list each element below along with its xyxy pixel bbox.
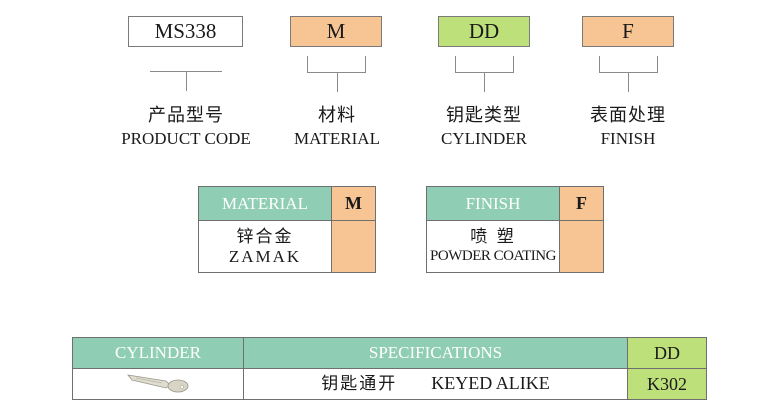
finish-value-en: POWDER COATING xyxy=(430,248,556,264)
label-zh: 产品型号 xyxy=(148,105,224,126)
product-code-box: MS338 xyxy=(128,16,243,47)
key-icon xyxy=(126,371,190,398)
material-header: MATERIAL xyxy=(198,186,332,221)
spec-zh: 钥匙通开 xyxy=(321,374,398,394)
finish-value-zh: 喷 塑 xyxy=(470,227,516,247)
spec-en: KEYED ALIKE xyxy=(431,373,550,393)
cylinder-code-value: DD xyxy=(468,19,500,43)
finish-table: FINISH F 喷 塑 POWDER COATING xyxy=(426,186,604,273)
finish-code-header: F xyxy=(559,186,604,221)
product-code-label: 产品型号 PRODUCT CODE xyxy=(106,104,266,150)
bracket-line xyxy=(365,56,366,72)
finish-header: FINISH xyxy=(426,186,560,221)
material-code-value: M xyxy=(326,19,346,43)
bracket-line xyxy=(628,72,629,92)
label-en: MATERIAL xyxy=(294,129,380,148)
label-zh: 钥匙类型 xyxy=(446,105,522,126)
specifications-header: SPECIFICATIONS xyxy=(243,337,628,369)
material-code-cell xyxy=(331,220,376,273)
bracket-line xyxy=(484,72,485,92)
cylinder-label: 钥匙类型 CYLINDER xyxy=(424,104,544,150)
label-en: PRODUCT CODE xyxy=(121,129,251,148)
material-code-header: M xyxy=(331,186,376,221)
product-code-value: MS338 xyxy=(154,19,217,43)
material-code-box: M xyxy=(290,16,382,47)
bracket-line xyxy=(337,72,338,92)
material-value-cell: 锌合金 ZAMAK xyxy=(198,220,332,273)
bracket-line xyxy=(455,56,456,72)
connector-line xyxy=(186,71,187,91)
material-table: MATERIAL M 锌合金 ZAMAK xyxy=(198,186,376,273)
finish-code-box: F xyxy=(582,16,674,47)
material-value-en: ZAMAK xyxy=(228,247,302,266)
label-zh: 表面处理 xyxy=(590,105,666,126)
bracket-line xyxy=(513,56,514,72)
cylinder-image-cell xyxy=(72,368,244,400)
label-en: CYLINDER xyxy=(441,129,527,148)
finish-code-cell xyxy=(559,220,604,273)
bracket-line xyxy=(657,56,658,72)
finish-code-value: F xyxy=(622,19,634,43)
cylinder-table: CYLINDER SPECIFICATIONS DD 钥匙通开 KEYED ALI… xyxy=(72,337,707,400)
cylinder-code-cell: K302 xyxy=(627,368,707,400)
bracket-line xyxy=(599,56,600,72)
dd-header: DD xyxy=(627,337,707,369)
material-value-zh: 锌合金 xyxy=(236,227,294,247)
specification-cell: 钥匙通开 KEYED ALIKE xyxy=(243,368,628,400)
bracket-line xyxy=(307,56,308,72)
finish-value-cell: 喷 塑 POWDER COATING xyxy=(426,220,560,273)
label-zh: 材料 xyxy=(318,105,356,126)
material-label: 材料 MATERIAL xyxy=(277,104,397,150)
cylinder-header: CYLINDER xyxy=(72,337,244,369)
label-en: FINISH xyxy=(600,129,656,148)
cylinder-code-box: DD xyxy=(438,16,530,47)
bracket-line xyxy=(307,72,366,73)
finish-label: 表面处理 FINISH xyxy=(568,104,688,150)
